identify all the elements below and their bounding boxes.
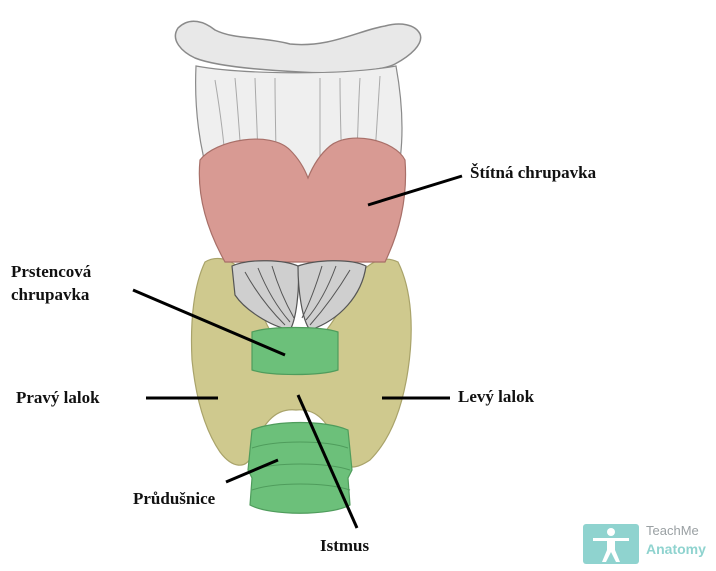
label-cricoid-cartilage-line2: chrupavka [11, 285, 89, 305]
label-isthmus: Istmus [320, 536, 369, 556]
logo-text-anatomy: Anatomy [646, 541, 706, 557]
label-trachea: Průdušnice [133, 489, 215, 509]
logo-text-teachme: TeachMe [646, 523, 699, 538]
label-right-lobe: Pravý lalok [16, 388, 100, 408]
label-thyroid-cartilage: Štítná chrupavka [470, 163, 596, 183]
hyoid-bone [175, 21, 420, 73]
label-left-lobe: Levý lalok [458, 387, 534, 407]
trachea [248, 423, 352, 514]
teachme-anatomy-logo: TeachMe Anatomy [583, 522, 711, 566]
logo-figure-icon [583, 524, 639, 564]
label-cricoid-cartilage-line1: Prstencová [11, 262, 91, 282]
cricoid-cartilage [252, 328, 338, 375]
